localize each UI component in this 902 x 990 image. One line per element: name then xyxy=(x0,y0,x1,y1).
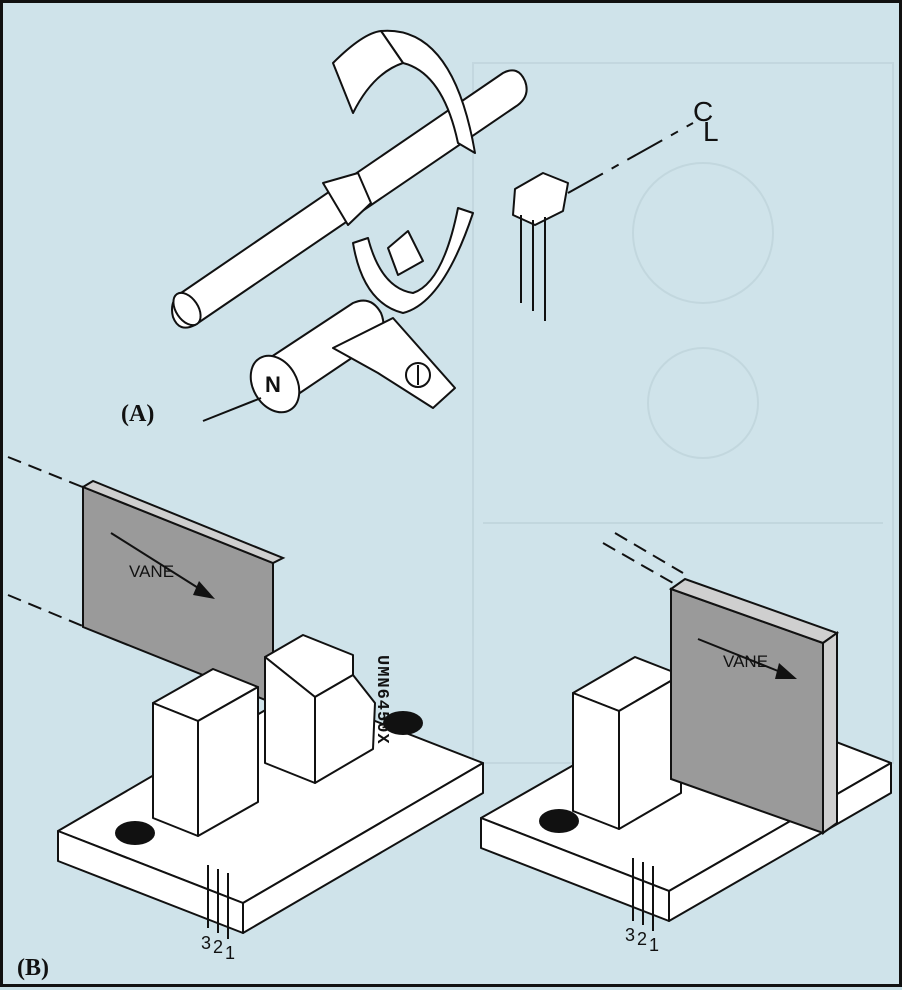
centerline-c: C xyxy=(693,96,713,127)
panel-b-label: (B) xyxy=(17,955,49,981)
right-pin-1: 1 xyxy=(649,935,659,955)
vane-right-label: VANE xyxy=(723,652,768,671)
assembly-a: N C L (A) xyxy=(121,29,719,427)
vane-right-side-edge xyxy=(822,631,838,835)
vane-left-dash-top xyxy=(7,456,86,489)
pole-piece-right xyxy=(387,230,424,276)
right-pin-2: 2 xyxy=(637,929,647,949)
vane-disk-back xyxy=(332,30,404,114)
vane-right-dash-top xyxy=(602,542,674,584)
vane-left-top-edge xyxy=(80,479,286,565)
vane-left-label: VANE xyxy=(129,562,174,581)
centerline-leader xyxy=(567,122,694,194)
right-tower-side xyxy=(618,674,682,830)
vane-disk-bottom xyxy=(352,207,474,314)
vane-right-arrow-line xyxy=(697,638,784,674)
vane-disk-top xyxy=(380,29,476,154)
left-pin-1: 1 xyxy=(225,943,235,963)
tower-left-side xyxy=(197,686,259,837)
right-tower-front xyxy=(572,692,620,830)
mounting-hole-right xyxy=(383,711,423,735)
magnet-face xyxy=(249,354,301,414)
left-pin-2: 2 xyxy=(213,937,223,957)
tower-right-side xyxy=(314,674,376,784)
right-mounting-hole xyxy=(539,809,579,833)
part-number: UMN6450X xyxy=(372,655,391,745)
magnet-leader-line xyxy=(202,397,262,422)
shaft-end xyxy=(172,291,202,327)
pole-piece-left xyxy=(322,172,372,226)
left-pin-3: 3 xyxy=(201,933,211,953)
centerline-l: L xyxy=(703,116,719,147)
assembly-b-left: VANE UMN6450X 3 2 1 (B) xyxy=(7,456,484,981)
vane-left-dash-bottom xyxy=(7,594,86,628)
tower-left-front xyxy=(152,702,199,837)
right-pin-3: 3 xyxy=(625,925,635,945)
mounting-hole-left xyxy=(115,821,155,845)
vane-right-dash-top-2 xyxy=(614,532,684,574)
vane-left-arrow-head xyxy=(193,581,215,599)
hall-sensor-chip xyxy=(512,172,569,226)
panel-a-label: (A) xyxy=(121,401,154,427)
magnet-pole-label: N xyxy=(265,372,281,397)
base-plate-side xyxy=(242,762,484,934)
vane-right-arrow-head xyxy=(775,663,797,679)
assembly-b-right: VANE 3 2 1 xyxy=(480,532,892,955)
vane-left-arrow-line xyxy=(110,532,204,592)
diagram-canvas: N C L (A) VANE xyxy=(7,29,892,981)
